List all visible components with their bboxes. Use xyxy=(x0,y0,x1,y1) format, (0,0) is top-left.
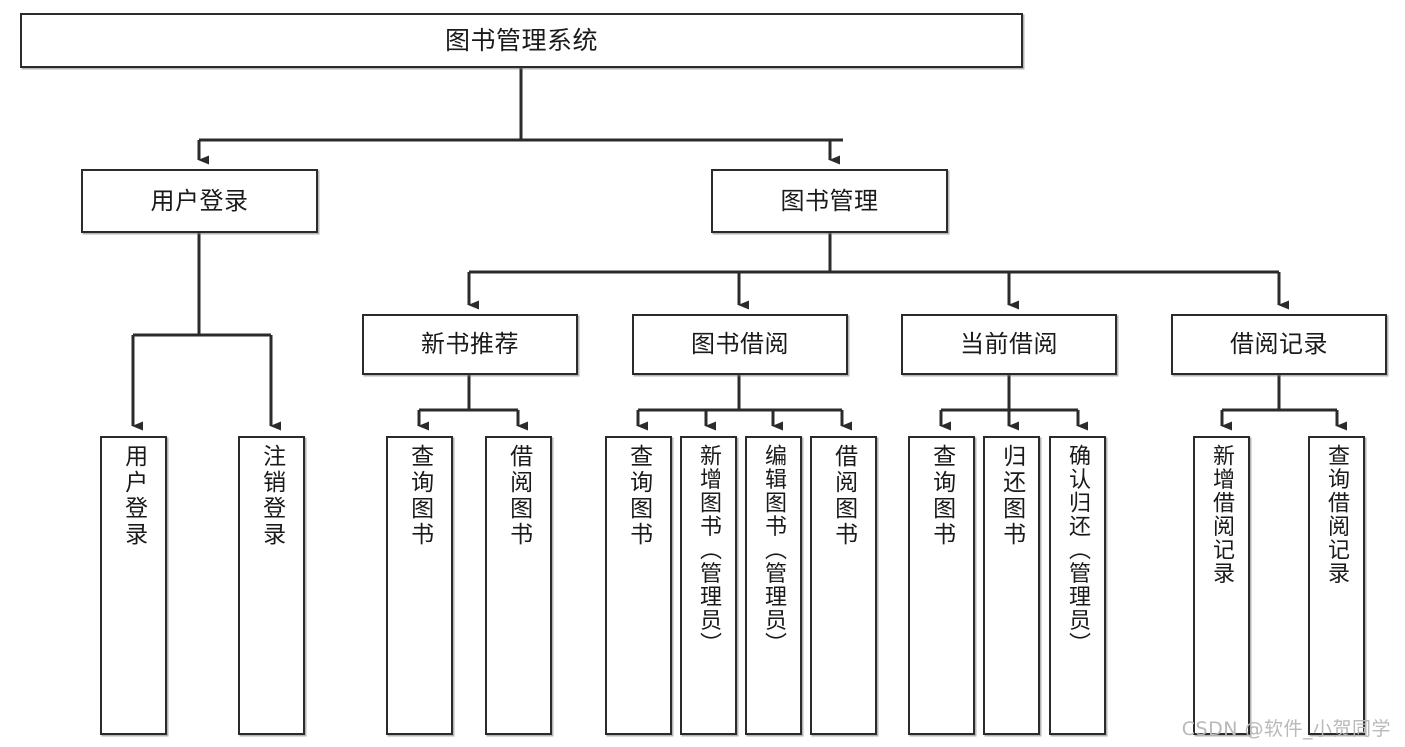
leaf-current-borrow-query[interactable]: 查询图书 xyxy=(908,436,975,735)
leaf-book-borrow-borrow-label: 借阅图书 xyxy=(830,444,857,548)
node-book-management[interactable]: 图书管理 xyxy=(711,169,948,233)
leaf-current-borrow-confirm-label: 确认归还（管理员） xyxy=(1065,444,1091,656)
leaf-user-login-signin-label: 用户登录 xyxy=(120,444,147,548)
leaf-borrow-record-add-label: 新增借阅记录 xyxy=(1209,444,1235,585)
node-borrow-record[interactable]: 借阅记录 xyxy=(1171,314,1387,375)
node-book-borrow[interactable]: 图书借阅 xyxy=(632,314,848,375)
leaf-borrow-record-add[interactable]: 新增借阅记录 xyxy=(1193,436,1250,735)
leaf-current-borrow-return-label: 归还图书 xyxy=(998,444,1025,548)
leaf-book-borrow-query-label: 查询图书 xyxy=(625,444,652,548)
leaf-current-borrow-return[interactable]: 归还图书 xyxy=(983,436,1040,735)
node-book-management-label: 图书管理 xyxy=(780,186,879,215)
leaf-borrow-record-query[interactable]: 查询借阅记录 xyxy=(1308,436,1365,735)
node-user-login-label: 用户登录 xyxy=(150,186,249,215)
leaf-book-borrow-edit[interactable]: 编辑图书（管理员） xyxy=(745,436,802,735)
node-current-borrow[interactable]: 当前借阅 xyxy=(901,314,1117,375)
node-book-borrow-label: 图书借阅 xyxy=(691,330,789,359)
leaf-current-borrow-confirm[interactable]: 确认归还（管理员） xyxy=(1049,436,1106,735)
node-new-book-recommend-label: 新书推荐 xyxy=(421,330,519,359)
leaf-book-borrow-add-label: 新增图书（管理员） xyxy=(696,444,722,656)
leaf-current-borrow-query-label: 查询图书 xyxy=(928,444,955,548)
node-root-system-label: 图书管理系统 xyxy=(444,25,598,55)
leaf-borrow-record-query-label: 查询借阅记录 xyxy=(1324,444,1350,585)
node-root-system[interactable]: 图书管理系统 xyxy=(20,13,1023,68)
leaf-book-borrow-add[interactable]: 新增图书（管理员） xyxy=(680,436,737,735)
leaf-book-borrow-query[interactable]: 查询图书 xyxy=(605,436,672,735)
node-borrow-record-label: 借阅记录 xyxy=(1230,330,1328,359)
leaf-user-login-signin[interactable]: 用户登录 xyxy=(100,436,167,735)
leaf-new-book-query[interactable]: 查询图书 xyxy=(386,436,453,735)
watermark-text: CSDN @软件_小贺同学 xyxy=(1181,718,1391,740)
node-current-borrow-label: 当前借阅 xyxy=(960,330,1058,359)
leaf-user-login-signout-label: 注销登录 xyxy=(258,444,285,548)
leaf-new-book-query-label: 查询图书 xyxy=(406,444,433,548)
leaf-new-book-borrow-label: 借阅图书 xyxy=(505,444,532,548)
leaf-book-borrow-edit-label: 编辑图书（管理员） xyxy=(761,444,787,656)
leaf-user-login-signout[interactable]: 注销登录 xyxy=(238,436,305,735)
leaf-book-borrow-borrow[interactable]: 借阅图书 xyxy=(810,436,877,735)
leaf-new-book-borrow[interactable]: 借阅图书 xyxy=(485,436,552,735)
node-new-book-recommend[interactable]: 新书推荐 xyxy=(362,314,578,375)
node-user-login[interactable]: 用户登录 xyxy=(81,169,318,233)
